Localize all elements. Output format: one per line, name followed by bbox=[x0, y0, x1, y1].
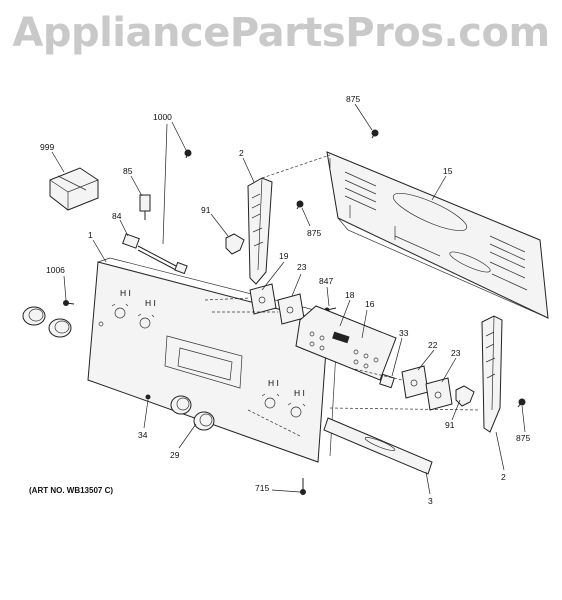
callout-18: 18 bbox=[345, 290, 355, 300]
callout-85: 85 bbox=[123, 166, 133, 176]
svg-text:H I: H I bbox=[120, 288, 131, 298]
callout-22: 22 bbox=[428, 340, 438, 350]
callout-847: 847 bbox=[319, 276, 333, 286]
callout-875: 875 bbox=[346, 94, 360, 104]
rear-control-panel-part bbox=[326, 151, 549, 319]
svg-text:H I: H I bbox=[145, 298, 156, 308]
callout-29: 29 bbox=[170, 450, 180, 460]
right-side-bracket-part bbox=[481, 315, 503, 433]
svg-text:H I: H I bbox=[268, 378, 279, 388]
left-side-bracket-part bbox=[247, 177, 273, 285]
callout-33: 33 bbox=[399, 328, 409, 338]
callout-875: 875 bbox=[516, 433, 530, 443]
callout-715: 715 bbox=[255, 483, 269, 493]
callout-1000: 1000 bbox=[153, 112, 172, 122]
callout-16: 16 bbox=[365, 299, 375, 309]
callout-19: 19 bbox=[279, 251, 289, 261]
bottom-trim-part bbox=[323, 417, 433, 475]
callout-84: 84 bbox=[112, 211, 122, 221]
callout-15: 15 bbox=[443, 166, 453, 176]
callout-999: 999 bbox=[40, 142, 54, 152]
callout-875: 875 bbox=[307, 228, 321, 238]
knob-part bbox=[22, 306, 215, 431]
control-panel-part: H I H I H I H I bbox=[87, 257, 339, 463]
watermark: AppliancePartsPros.com bbox=[12, 10, 550, 56]
callout-2: 2 bbox=[239, 148, 244, 158]
package-box-part bbox=[49, 167, 99, 211]
callout-91: 91 bbox=[201, 205, 211, 215]
screw-part bbox=[63, 129, 526, 495]
svg-text:H I: H I bbox=[294, 388, 305, 398]
art-number-label: (ART NO. WB13507 C) bbox=[29, 486, 114, 495]
callout-labels: 999 1000 875 2 85 91 875 15 84 1 19 23 8… bbox=[40, 94, 530, 506]
callout-2: 2 bbox=[501, 472, 506, 482]
callout-34: 34 bbox=[138, 430, 148, 440]
callout-leader-lines bbox=[51, 103, 526, 495]
callout-1006: 1006 bbox=[46, 265, 65, 275]
assembly-guide-lines bbox=[204, 154, 481, 437]
callout-23: 23 bbox=[297, 262, 307, 272]
callout-91: 91 bbox=[445, 420, 455, 430]
small-component-part bbox=[122, 194, 475, 407]
callout-1: 1 bbox=[88, 230, 93, 240]
callout-23: 23 bbox=[451, 348, 461, 358]
infinite-switch-part bbox=[249, 283, 453, 411]
callout-3: 3 bbox=[428, 496, 433, 506]
